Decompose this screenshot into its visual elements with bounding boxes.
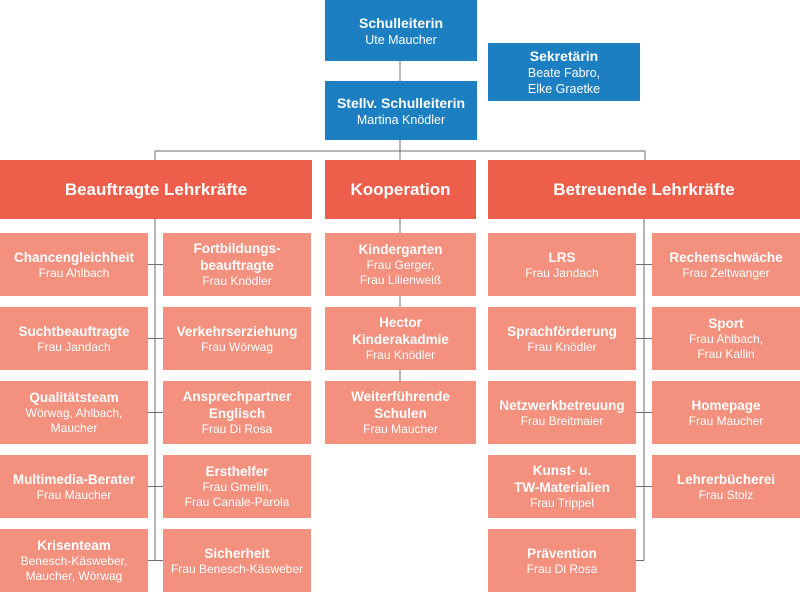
- item-person: Wörwag, Ahlbach,: [25, 406, 123, 420]
- item-title: Ansprechpartner: [182, 389, 292, 404]
- item-title: Multimedia-Berater: [12, 471, 136, 487]
- secretary-title: Sekretärin: [529, 48, 599, 64]
- item-title: Hector: [379, 315, 422, 330]
- item-title: Sicherheit: [204, 545, 270, 561]
- item-title: beauftragte: [200, 258, 274, 273]
- item-person: Frau Di Rosa: [201, 422, 273, 436]
- principal-title: Schulleiterin: [358, 14, 444, 31]
- principal-node: Schulleiterin Ute Maucher: [325, 0, 477, 61]
- item-person: Frau Maucher: [36, 487, 112, 502]
- item-person: Frau Zeltwanger: [682, 265, 770, 280]
- principal-name: Ute Maucher: [365, 32, 437, 47]
- item-person: Frau Maucher: [688, 413, 764, 428]
- item-person: Frau Wörwag: [200, 339, 274, 354]
- item-title: TW-Materialien: [514, 480, 610, 495]
- item-person: Maucher, Wörwag: [25, 569, 123, 583]
- item-person: Frau Kallin: [697, 347, 755, 361]
- header-kooperation: Kooperation: [325, 160, 476, 219]
- header-betreuende: Betreuende Lehrkräfte: [488, 160, 800, 219]
- item-person: Frau Jandach: [37, 339, 111, 354]
- item-title: Ersthelfer: [205, 464, 269, 479]
- item-title: Kindergarten: [358, 242, 443, 257]
- header-beauftragte: Beauftragte Lehrkräfte: [0, 160, 312, 219]
- item-title: Rechenschwäche: [669, 249, 783, 265]
- item-title: Sprachförderung: [507, 323, 617, 339]
- item-person: Frau Gmelin,: [202, 480, 272, 494]
- item-person: Frau Ahlbach: [38, 265, 110, 280]
- item-person: Frau Trippel: [529, 496, 595, 510]
- item-title: Qualitätsteam: [29, 390, 119, 405]
- item-title: Chancengleichheit: [13, 249, 135, 265]
- item-title: Schulen: [374, 406, 427, 421]
- item-person: Frau Jandach: [525, 265, 599, 280]
- secretary-name-2: Elke Graetke: [527, 82, 601, 96]
- item-person: Frau Stolz: [698, 487, 754, 502]
- item-person: Frau Knödler: [527, 339, 597, 354]
- item-title: Weiterführende: [351, 389, 450, 404]
- item-person: Frau Gerger,: [366, 258, 435, 272]
- deputy-title: Stellv. Schulleiterin: [336, 94, 466, 111]
- item-title: Prävention: [527, 545, 597, 561]
- deputy-node: Stellv. Schulleiterin Martina Knödler: [325, 81, 477, 140]
- item-title: Verkehrserziehung: [176, 323, 298, 339]
- item-title: Kinderakadmie: [352, 332, 449, 347]
- item-person: Frau Breitmaier: [520, 413, 604, 428]
- item-person: Frau Di Rosa: [526, 561, 598, 576]
- item-title: Homepage: [691, 397, 761, 413]
- item-person: Frau Ahlbach,: [688, 332, 764, 346]
- item-title: Suchtbeauftragte: [18, 323, 130, 339]
- item-title: Lehrerbücherei: [676, 471, 776, 487]
- item-person: Frau Maucher: [363, 422, 438, 436]
- deputy-name: Martina Knödler: [356, 112, 446, 127]
- item-title: Krisenteam: [37, 538, 111, 553]
- secretary-node: Sekretärin Beate Fabro, Elke Graetke: [488, 43, 640, 101]
- item-title: Sport: [708, 316, 744, 331]
- item-person: Maucher: [50, 421, 98, 435]
- item-person: Frau Lilienweiß: [359, 273, 442, 287]
- item-person: Frau Benesch-Käsweber: [170, 561, 304, 576]
- secretary-name-1: Beate Fabro,: [527, 66, 601, 80]
- item-title: LRS: [548, 249, 576, 265]
- item-title: Fortbildungs-: [193, 241, 281, 256]
- item-title: Englisch: [208, 406, 266, 421]
- item-person: Frau Knödler: [365, 348, 436, 362]
- item-person: Benesch-Käsweber,: [20, 554, 128, 568]
- item-person: Frau Knödler: [202, 274, 272, 288]
- item-title: Kunst- u.: [532, 463, 592, 478]
- item-person: Frau Canale-Parola: [184, 495, 290, 509]
- item-title: Netzwerkbetreuung: [499, 397, 625, 413]
